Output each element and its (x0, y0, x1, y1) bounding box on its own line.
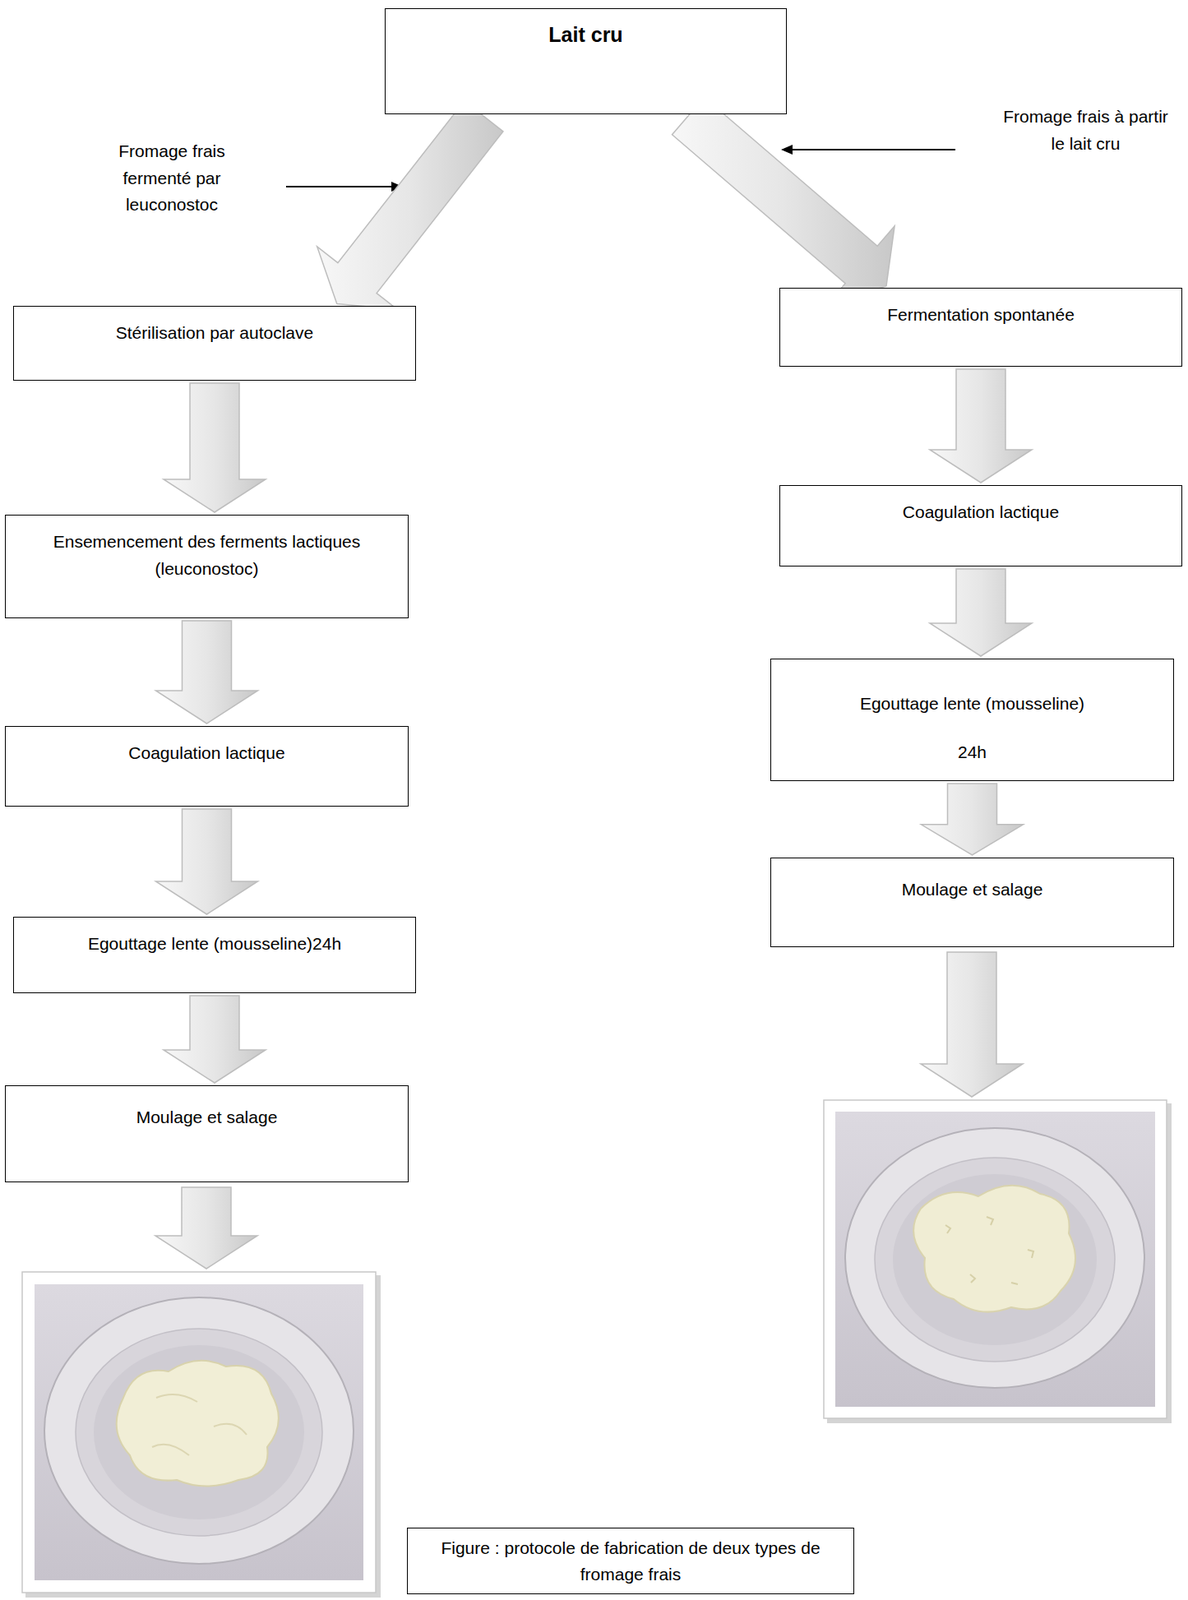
flow-arrow (929, 568, 1032, 657)
process-box: Coagulation lactique (4, 725, 409, 807)
side-label: Fromage frais à partir le lait cru (1001, 103, 1170, 158)
box-text: Lait cru (395, 18, 777, 51)
box-text: Stérilisation par autoclave (23, 319, 406, 347)
flow-arrow (929, 369, 1032, 483)
box-text: Fermentation spontanée (790, 301, 1172, 329)
box-text: Moulage et salage (15, 1104, 398, 1132)
box-text: Egouttage lente (mousseline)24h (23, 930, 406, 958)
flow-arrow (672, 97, 896, 304)
process-box: Fermentation spontanée (779, 287, 1183, 367)
box-text: Coagulation lactique (15, 739, 398, 768)
process-box: Lait cru (384, 8, 787, 115)
block-arrow (920, 952, 1023, 1097)
flow-arrow (163, 995, 266, 1083)
box-text: Egouttage lente (mousseline) (781, 690, 1164, 718)
process-box: Egouttage lente (mousseline)24h (13, 916, 417, 994)
process-box: Coagulation lactique (779, 485, 1183, 567)
box-text: Ensemencement des ferments lactiques (le… (15, 528, 398, 583)
cheese-photo (823, 1100, 1172, 1424)
process-box: Moulage et salage (770, 857, 1175, 948)
box-text: Moulage et salage (781, 876, 1164, 904)
flow-arrow (156, 808, 259, 915)
process-box: Ensemencement des ferments lactiques (le… (4, 514, 409, 619)
leader-arrow (286, 181, 403, 192)
box-text: Coagulation lactique (790, 499, 1172, 527)
figure-caption: Figure : protocole de fabrication de deu… (406, 1527, 855, 1595)
box-text: 24h (781, 739, 1164, 767)
side-label: Fromage frais fermenté par leuconostoc (85, 138, 259, 219)
flow-arrow (921, 783, 1024, 856)
process-box: Stérilisation par autoclave (13, 305, 417, 381)
process-box: Egouttage lente (mousseline) 24h (770, 658, 1175, 782)
flow-arrow (317, 101, 504, 310)
cheese-photo (22, 1271, 381, 1598)
flow-arrow (156, 620, 259, 724)
flow-arrow (163, 383, 266, 513)
block-arrow (155, 1187, 258, 1269)
process-box: Moulage et salage (4, 1085, 409, 1183)
leader-arrow (781, 144, 956, 155)
